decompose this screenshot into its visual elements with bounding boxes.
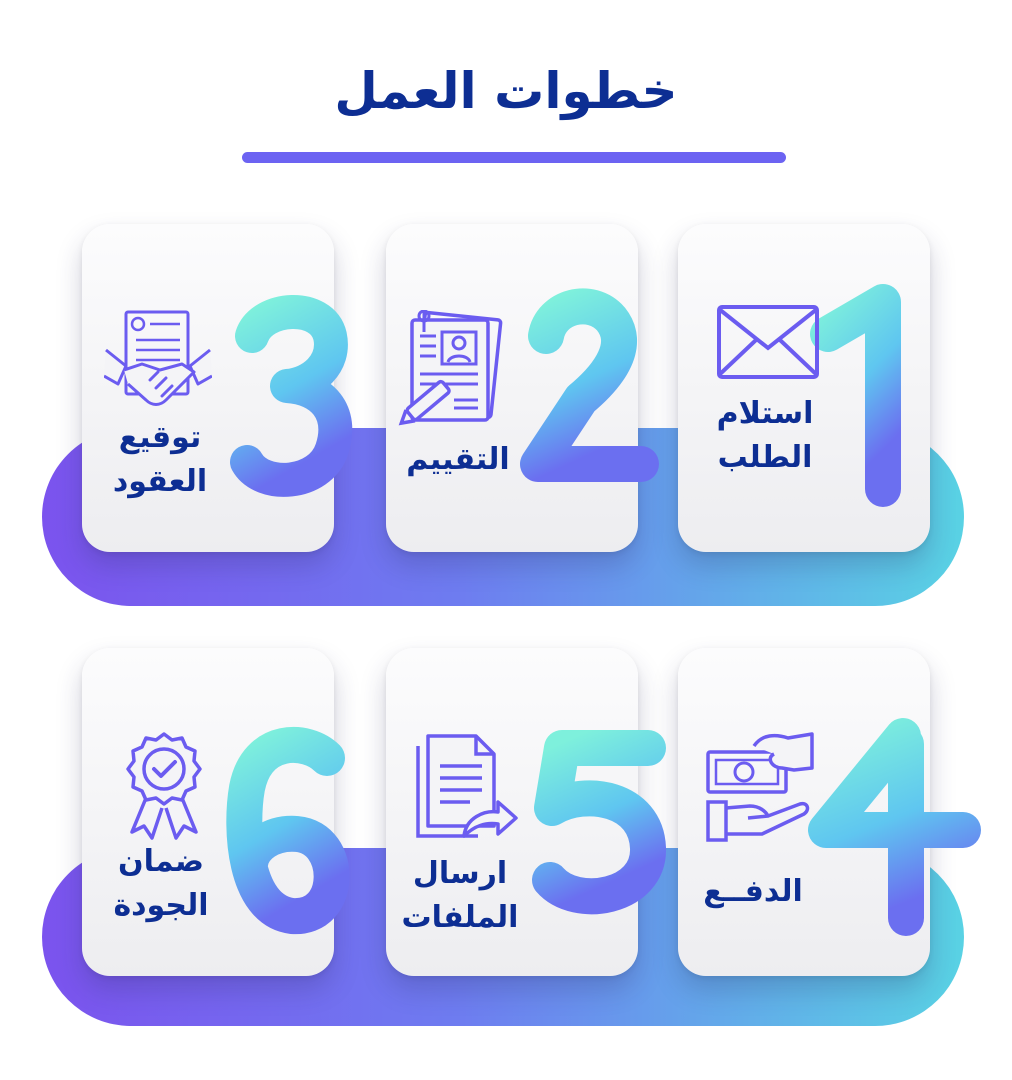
step-label-3: توقيع العقود	[112, 420, 208, 499]
handshake-contract-icon	[104, 310, 212, 406]
step-card-5: ارسال الملفات	[386, 648, 666, 976]
envelope-icon	[717, 305, 819, 379]
step-label-2: التقييم	[406, 442, 510, 477]
page-title: خطوات العمل	[334, 62, 678, 120]
step-card-2: التقييم	[386, 224, 659, 552]
step-label-1: استلام الطلب	[716, 396, 814, 475]
resume-icon	[398, 310, 503, 426]
step-card-6: ضمان الجودة	[82, 648, 350, 976]
step-label-4: الدفــع	[703, 874, 803, 909]
step-number-5	[532, 730, 666, 915]
step-card-3: توقيع العقود	[82, 224, 353, 552]
step-label-5: ارسال الملفات	[401, 856, 519, 935]
step-number-3	[230, 295, 353, 497]
send-files-icon	[416, 734, 518, 838]
title-underline	[242, 152, 786, 163]
step-card-1: استلام الطلب	[678, 224, 930, 552]
step-number-2	[520, 288, 659, 482]
step-number-6	[226, 726, 350, 934]
quality-badge-icon	[126, 732, 202, 840]
payment-hand-icon	[706, 732, 814, 842]
step-label-6: ضمان الجودة	[113, 844, 209, 923]
step-number-4	[808, 718, 981, 936]
step-card-4: الدفــع	[678, 648, 981, 976]
step-number-1	[810, 284, 901, 507]
